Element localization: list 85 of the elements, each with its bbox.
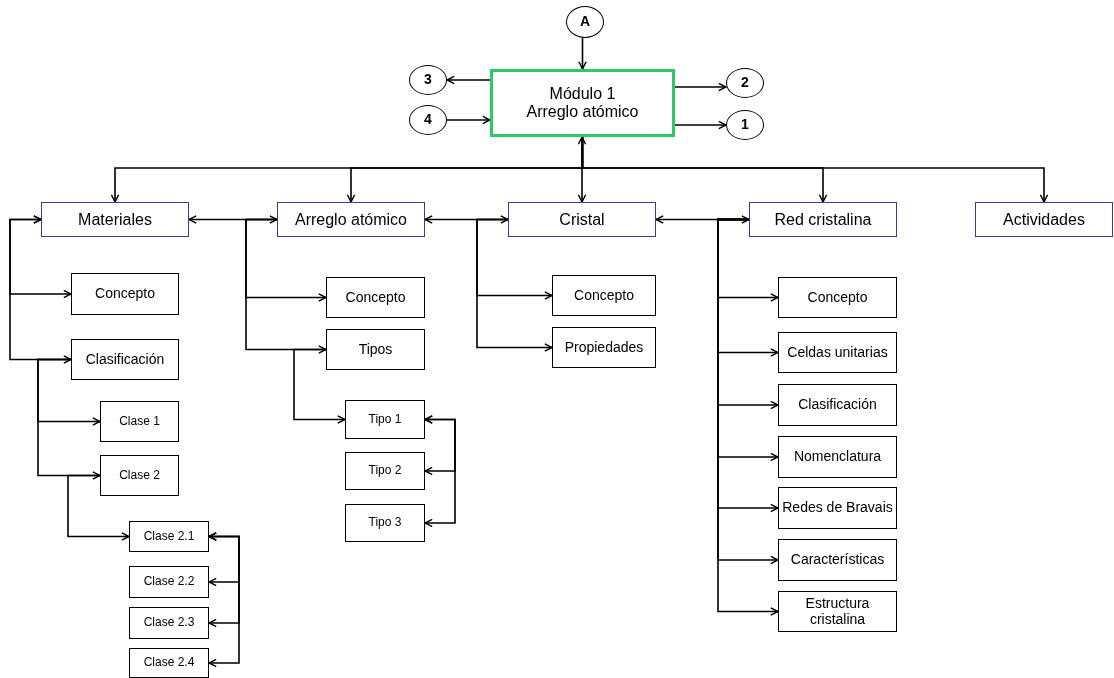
- node-label: Concepto: [807, 289, 868, 306]
- arrow: [424, 415, 456, 528]
- node-label: Concepto: [574, 287, 634, 304]
- topic-box: [749, 202, 897, 237]
- numbered-circle: [566, 6, 604, 38]
- arrow: [581, 136, 1049, 203]
- subtopic-box: [778, 487, 897, 529]
- subtopic-box: [129, 521, 209, 552]
- topic-box: [41, 202, 189, 237]
- node-label: 3: [424, 72, 432, 88]
- subtopic-box: [778, 591, 897, 632]
- node-label: Módulo 1: [549, 85, 616, 103]
- node-label: Propiedades: [564, 339, 644, 356]
- arrow: [293, 348, 346, 424]
- node-label: Estructura cristalina: [804, 596, 871, 627]
- node-label: 1: [741, 117, 749, 133]
- node-label: Celdas unitarias: [787, 344, 888, 361]
- node-label: Clasificación: [85, 351, 165, 368]
- subtopic-box: [129, 607, 209, 639]
- numbered-circle: [726, 68, 764, 98]
- subtopic-box: [778, 539, 897, 581]
- arrow: [67, 474, 130, 541]
- node-label: Nomenclatura: [793, 449, 882, 465]
- node-label: Concepto: [95, 286, 155, 302]
- subtopic-box: [778, 332, 897, 373]
- node-label: Clase 1: [119, 414, 160, 429]
- numbered-circle: [726, 110, 764, 140]
- arrow: [424, 215, 509, 224]
- subtopic-box: [100, 401, 179, 442]
- subtopic-box: [326, 277, 425, 318]
- subtopic-box: [345, 504, 425, 542]
- arrow: [208, 532, 240, 668]
- subtopic-box: [129, 566, 209, 598]
- node-label: Características: [790, 552, 885, 568]
- node-label: Arreglo atómico: [294, 210, 407, 229]
- subtopic-box: [345, 400, 425, 439]
- arrow: [9, 215, 72, 364]
- arrow: [577, 136, 587, 203]
- topic-box: [508, 202, 656, 237]
- numbered-circle: [409, 105, 447, 135]
- node-label: Clasificación: [798, 397, 877, 413]
- topic-box: [975, 202, 1113, 237]
- subtopic-box: [71, 273, 179, 315]
- subtopic-box: [345, 452, 425, 490]
- subtopic-box: [552, 275, 656, 316]
- subtopic-box: [778, 436, 897, 478]
- node-label: 4: [424, 112, 432, 128]
- subtopic-box: [778, 277, 897, 318]
- topic-box: [277, 202, 425, 237]
- arrow: [446, 115, 491, 125]
- arrow: [674, 120, 727, 130]
- arrow: [674, 82, 727, 92]
- node-label: 2: [741, 75, 749, 91]
- node-label: Arreglo atómico: [526, 103, 639, 121]
- subtopic-box: [778, 384, 897, 426]
- node-label: Materiales: [78, 210, 152, 229]
- arrow: [37, 358, 101, 480]
- node-label: Actividades: [1003, 210, 1085, 229]
- subtopic-box: [100, 455, 179, 496]
- node-label: Tipo 3: [368, 516, 402, 530]
- node-label: Clase 2.1: [143, 529, 195, 544]
- arrow: [578, 37, 587, 70]
- arrow: [188, 215, 278, 224]
- arrow: [446, 75, 491, 85]
- numbered-circle: [409, 65, 447, 95]
- node-label: Clase 2: [119, 468, 160, 483]
- node-label: Clase 2.4: [143, 656, 195, 670]
- arrow: [245, 218, 327, 354]
- subtopic-box: [552, 327, 656, 368]
- node-label: Red cristalina: [774, 210, 872, 229]
- node-label: A: [579, 14, 591, 30]
- subtopic-box: [129, 648, 209, 678]
- node-label: Concepto: [345, 289, 406, 306]
- arrow: [476, 218, 553, 352]
- node-label: Tipo 2: [368, 464, 402, 478]
- node-label: Clase 2.3: [143, 616, 195, 630]
- subtopic-box: [326, 329, 425, 370]
- arrow: [655, 215, 750, 224]
- node-label: Redes de Bravais: [782, 500, 893, 516]
- subtopic-box: [71, 339, 179, 380]
- module-box: [490, 69, 675, 137]
- node-label: Tipos: [358, 341, 393, 358]
- node-label: Cristal: [559, 210, 605, 229]
- node-label: Clase 2.2: [143, 575, 195, 589]
- node-label: Tipo 1: [368, 412, 402, 427]
